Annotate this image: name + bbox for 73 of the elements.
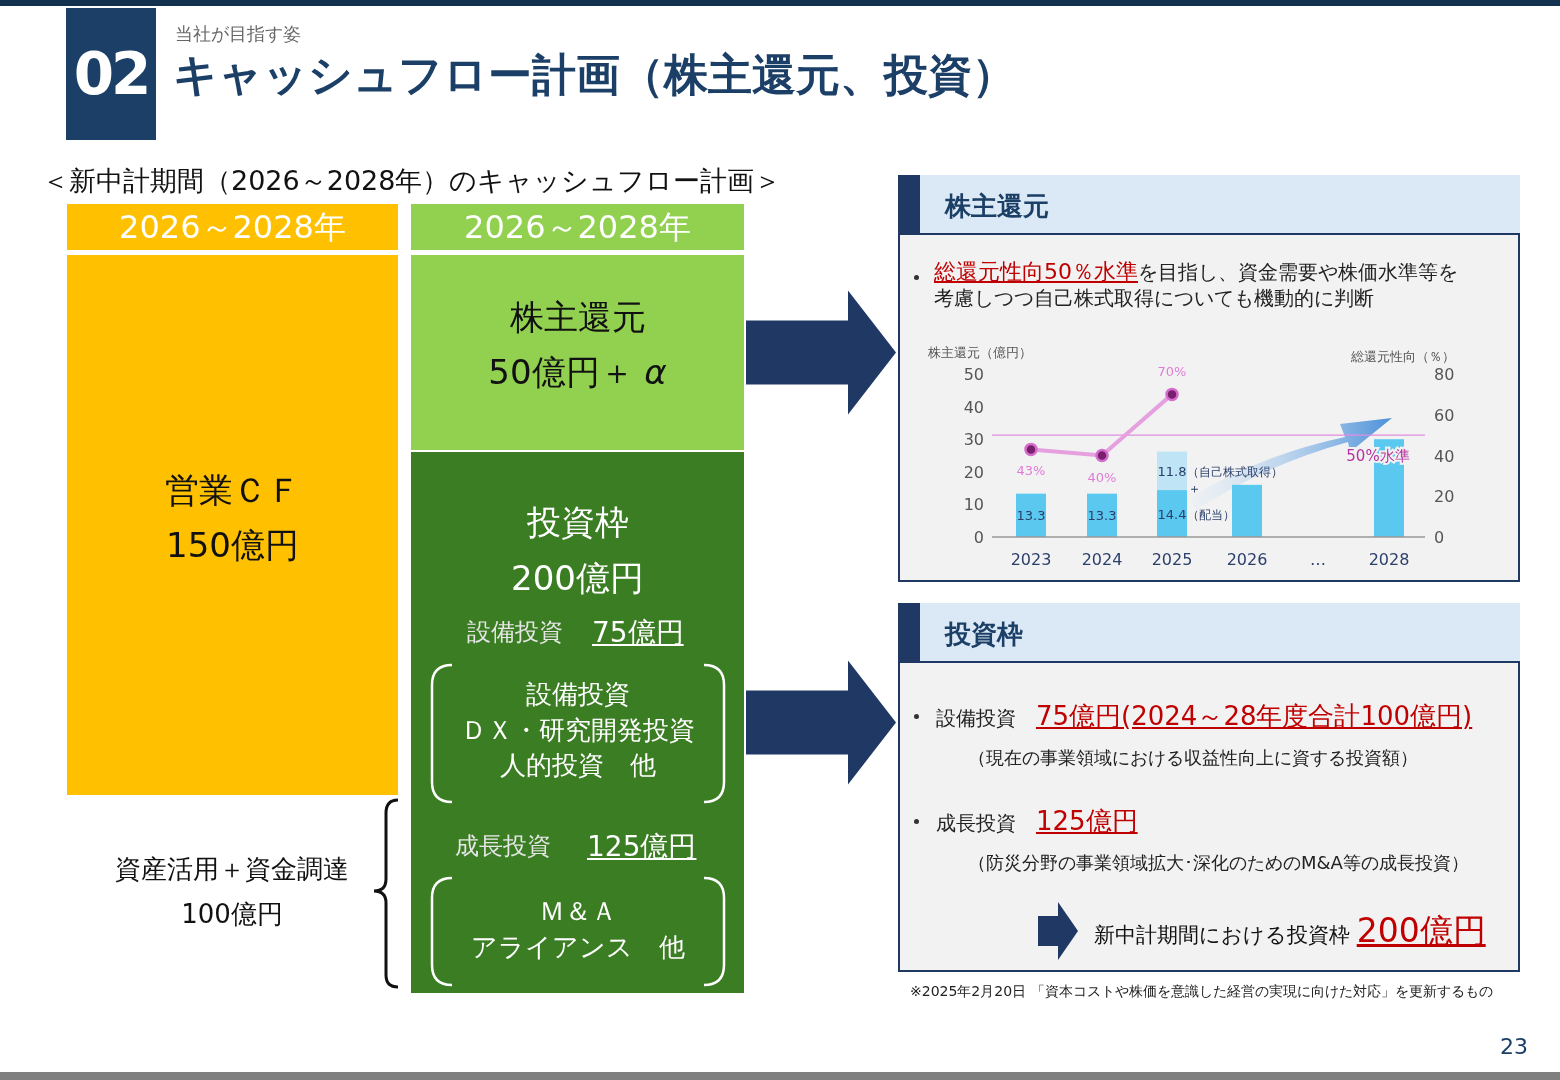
- tick-label: 2026: [1226, 550, 1268, 569]
- block-text: 人的投資 他: [499, 750, 657, 782]
- tick-label: 2024: [1081, 550, 1123, 569]
- bullet-text: 成長投資 125億円: [936, 805, 1138, 838]
- panel-heading: 投資枠: [945, 618, 1023, 651]
- block-text: 2026～2028年: [118, 208, 347, 247]
- bracket-group: [430, 829, 726, 987]
- note-text: （防災分野の事業領域拡大･深化のためのM&A等の成長投資）: [968, 851, 1469, 875]
- tick-label: 40: [963, 397, 984, 417]
- data-label: 43%: [1016, 463, 1046, 479]
- tick-label: 60: [1434, 405, 1455, 425]
- axis-title: 株主還元（億円）: [928, 345, 1032, 360]
- block-text: 投資枠: [525, 502, 630, 543]
- block-text: 2026～2028年: [463, 208, 692, 247]
- block-text: アライアンス 他: [470, 932, 686, 964]
- note-text: （現在の事業領域における収益性向上に資する投資額）: [968, 746, 1418, 770]
- tick-label: 50: [963, 365, 984, 384]
- tick-label: 20: [963, 462, 984, 482]
- callout-text: 新中計期間における投資枠 200億円: [1094, 910, 1486, 952]
- tick-label: …: [1310, 550, 1326, 569]
- page-number: 23: [1500, 1034, 1528, 1059]
- tick-label: 0: [973, 528, 984, 547]
- block-text: 設備投資: [525, 679, 631, 711]
- block-text: 営業ＣＦ: [163, 470, 302, 511]
- block-text: 株主還元: [508, 297, 647, 338]
- tick-label: 40: [1434, 446, 1455, 466]
- block-text: 200億円: [510, 558, 645, 599]
- slide-title: キャッシュフロー計画（株主還元、投資）: [173, 48, 1016, 102]
- axis-title: 総還元性向（％）: [1351, 349, 1455, 364]
- tick-label: 2025: [1151, 550, 1193, 569]
- block-text: ＤＸ・研究開発投資: [460, 715, 696, 747]
- block-arrow: [746, 290, 896, 415]
- series-label: （配当）: [1187, 507, 1235, 522]
- side-note: 100億円: [180, 898, 284, 931]
- tick-label: 30: [963, 430, 984, 450]
- cash-flow-block: [67, 255, 398, 795]
- section-badge: 02: [66, 8, 156, 140]
- tick-label: 10: [963, 495, 984, 515]
- block-text: 成長投資: [455, 832, 551, 861]
- tick-label: 2023: [1010, 550, 1052, 569]
- block-text: 設備投資: [467, 618, 563, 647]
- series-label: （自己株式取得）: [1187, 464, 1283, 479]
- block-text: Ｍ＆Ａ: [538, 896, 618, 928]
- block-text: 50億円＋ α: [487, 352, 668, 393]
- block-arrow: [746, 660, 896, 785]
- tick-label: 80: [1434, 365, 1455, 384]
- tick-label: 20: [1434, 487, 1455, 507]
- data-label: 13.3: [1016, 508, 1046, 524]
- data-label: 70%: [1157, 364, 1187, 380]
- section-heading: ＜新中計期間（2026～2028年）のキャッシュフロー計画＞: [42, 164, 782, 198]
- block-text: 125億円: [587, 830, 697, 864]
- block-text: 150億円: [165, 525, 300, 566]
- footnote: ※2025年2月20日 「資本コストや株価を意識した経営の実現に向けた対応」を更新するもの: [910, 983, 1493, 1001]
- info-panel: [898, 603, 1520, 972]
- section-subtitle: 当社が目指す姿: [175, 22, 301, 46]
- data-label: 14.4: [1157, 506, 1187, 522]
- shareholder-return-block: [411, 255, 744, 450]
- panel-heading: 株主還元: [945, 190, 1049, 223]
- bullet-text: 設備投資 75億円(2024～28年度合計100億円): [936, 700, 1473, 733]
- side-note: 資産活用＋資金調達: [114, 853, 350, 886]
- tick-label: 0: [1434, 528, 1445, 547]
- column-header: [67, 204, 398, 250]
- investment-block: [411, 452, 744, 993]
- tick-label: 2028: [1368, 550, 1410, 569]
- bullet-text: 総還元性向50％水準を目指し、資金需要や株価水準等を考慮しつつ自己株式取得についても機動的に判断: [934, 259, 1459, 311]
- data-label: 13.3: [1087, 508, 1117, 524]
- bracket-group: [430, 616, 726, 804]
- data-label: 11.8: [1157, 463, 1187, 479]
- data-label: ＋: [1187, 481, 1201, 497]
- block-arrow: [1038, 902, 1078, 960]
- column-header: [411, 204, 744, 250]
- data-label: 40%: [1087, 469, 1117, 485]
- block-text: 75億円: [592, 616, 684, 650]
